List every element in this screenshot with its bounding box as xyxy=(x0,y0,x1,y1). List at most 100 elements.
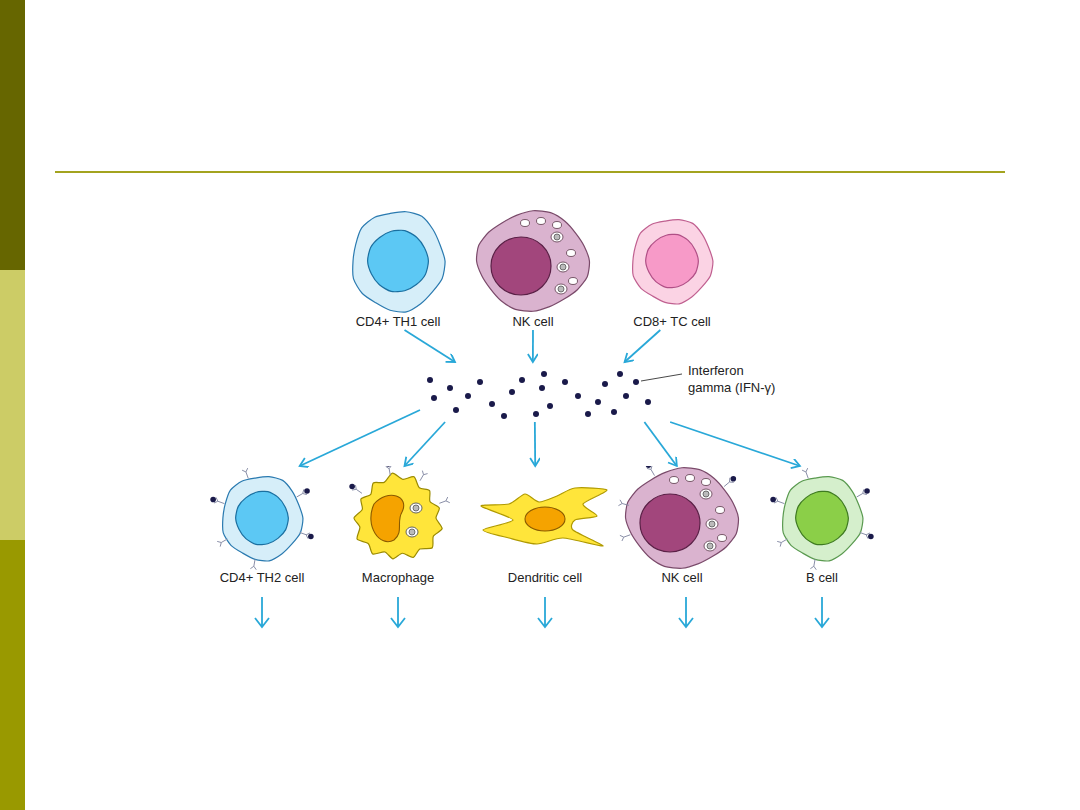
ifn-molecule xyxy=(431,395,437,401)
granule xyxy=(521,220,530,227)
cell-label: NK cell xyxy=(468,314,598,330)
granule xyxy=(716,507,725,514)
ifn-molecule xyxy=(868,534,874,540)
ifn-molecule xyxy=(489,401,495,407)
cell-label: CD8+ TC cell xyxy=(607,314,737,330)
illustration-group xyxy=(618,466,738,568)
cell-label: Macrophage xyxy=(333,570,463,586)
ifn-molecule xyxy=(427,377,433,383)
side-bar xyxy=(0,540,25,810)
cell-membrane xyxy=(626,468,739,569)
cytokine-cluster: Interferon gamma (IFN-γ) xyxy=(420,362,750,422)
granule xyxy=(567,250,576,257)
cell-illustration xyxy=(333,466,463,570)
illustration-group xyxy=(210,468,313,570)
ifn-molecule xyxy=(602,381,608,387)
cell-label: NK cell xyxy=(617,570,747,586)
ifn-molecule xyxy=(447,385,453,391)
granule xyxy=(406,527,418,537)
ifn-molecule xyxy=(645,399,651,405)
arrow-connector xyxy=(670,422,800,466)
granule xyxy=(718,535,727,542)
down-arrow xyxy=(255,597,269,627)
granule xyxy=(551,232,563,242)
ifn-molecule xyxy=(617,371,623,377)
arrow-connector xyxy=(625,330,661,362)
illustration-group xyxy=(770,468,873,570)
ifn-molecule xyxy=(385,466,391,467)
cell-node: CD4+ TH1 cell xyxy=(333,208,463,330)
illustration-group xyxy=(353,212,445,312)
cell-membrane xyxy=(783,477,863,561)
illustration-group xyxy=(633,220,713,304)
leader-line xyxy=(641,374,682,381)
ifn-molecule xyxy=(611,409,617,415)
granule xyxy=(702,479,711,486)
down-arrow xyxy=(391,597,405,627)
ifn-molecule xyxy=(509,389,515,395)
cell-nucleus xyxy=(640,494,700,552)
arrow-connector xyxy=(644,422,676,466)
cell-nucleus xyxy=(371,495,404,541)
illustration-group xyxy=(427,371,682,419)
cell-node: NK cell xyxy=(617,466,747,586)
granule-core xyxy=(558,286,564,292)
granule xyxy=(670,477,679,484)
cell-illustration xyxy=(617,466,747,570)
down-arrow xyxy=(815,597,829,627)
cell-nucleus xyxy=(368,230,429,291)
receptor xyxy=(810,559,816,569)
arrow-connector xyxy=(405,422,446,466)
granule xyxy=(704,541,716,551)
cell-nucleus xyxy=(236,491,289,544)
granule-core xyxy=(413,505,419,511)
cell-node: CD4+ TH2 cell xyxy=(197,466,327,586)
arrow-connector xyxy=(300,410,420,466)
cell-illustration xyxy=(333,208,463,314)
receptor xyxy=(386,466,392,476)
down-arrow xyxy=(538,597,552,627)
side-bar xyxy=(0,0,25,270)
cell-node: Macrophage xyxy=(333,466,463,586)
outcome-arrows xyxy=(255,597,829,627)
granule xyxy=(569,278,578,285)
title-rule xyxy=(55,171,1005,173)
granule xyxy=(537,218,546,225)
ifn-molecule xyxy=(646,466,652,468)
granule-core xyxy=(554,234,560,240)
receptor xyxy=(439,497,449,503)
cell-illustration xyxy=(757,466,887,570)
receptor xyxy=(777,539,787,547)
cell-membrane xyxy=(353,212,445,312)
cell-membrane xyxy=(223,477,303,561)
down-arrow xyxy=(679,597,693,627)
ifn-molecule xyxy=(770,497,776,503)
receptor xyxy=(250,559,256,569)
receptor xyxy=(620,535,630,541)
callout-label: Interferon gamma (IFN-γ) xyxy=(688,362,786,396)
arrow-connector xyxy=(534,422,536,466)
cell-illustration xyxy=(475,466,615,570)
cell-node: B cell xyxy=(757,466,887,586)
ifn-molecule xyxy=(595,399,601,405)
cell-illustration xyxy=(468,208,598,314)
side-bar xyxy=(0,270,25,540)
ifn-molecule xyxy=(547,403,553,409)
granule-core xyxy=(409,529,415,535)
cell-label: B cell xyxy=(757,570,887,586)
ifn-molecule xyxy=(465,393,471,399)
ifn-molecule xyxy=(501,413,507,419)
illustration-group xyxy=(481,488,607,546)
ifn-molecule xyxy=(731,476,737,482)
receptor xyxy=(420,471,428,481)
ifn-molecule xyxy=(304,488,310,494)
granule xyxy=(686,475,695,482)
cell-membrane xyxy=(633,220,713,304)
ifn-molecule xyxy=(562,379,568,385)
granule-core xyxy=(703,491,709,497)
ifn-molecule xyxy=(308,534,314,540)
granule xyxy=(557,262,569,272)
